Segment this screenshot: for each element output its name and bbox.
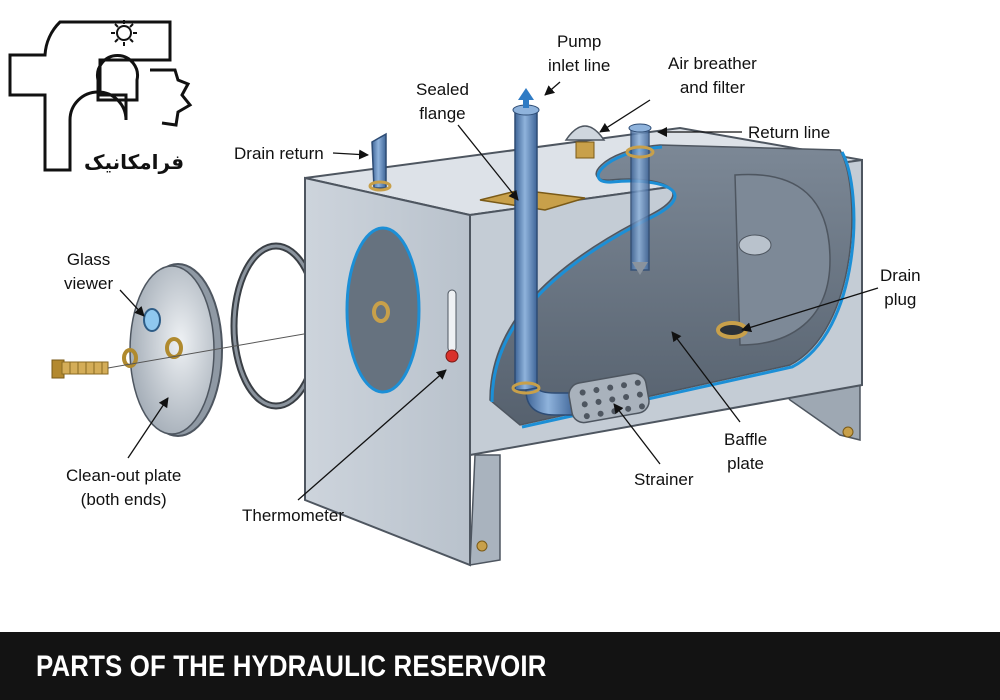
label-strainer: Strainer [634, 470, 694, 489]
label-air-breather: Air breather and filter [668, 54, 757, 97]
footer-title: PARTS OF THE HYDRAULIC RESERVOIR [36, 650, 547, 683]
label-glass-viewer: Glass viewer [64, 250, 114, 293]
strainer [568, 372, 650, 424]
footer-banner: PARTS OF THE HYDRAULIC RESERVOIR [0, 632, 1000, 700]
drain-return-pipe [368, 132, 392, 192]
reservoir-tank [304, 126, 863, 567]
company-logo [8, 20, 193, 172]
reservoir-illustration [8, 20, 879, 567]
return-line-pipe [625, 123, 655, 275]
label-clean-out-plate: Clean-out plate (both ends) [66, 466, 182, 509]
label-drain-plug: Drain plug [880, 266, 921, 309]
air-breather-filter [564, 125, 606, 159]
label-baffle-plate: Baffle plate [724, 430, 768, 473]
label-thermometer: Thermometer [242, 506, 345, 525]
glass-viewer [143, 308, 161, 332]
reservoir-diagram: فرامکانیک Pump inlet line Air breather a… [8, 20, 921, 567]
drain-plug [716, 321, 748, 339]
leg-bolt [842, 426, 854, 438]
logo-text: فرامکانیک [84, 150, 185, 174]
side-window [345, 226, 421, 394]
baffle-plate [734, 173, 831, 346]
clean-out-plate [122, 263, 223, 437]
leader-lines [119, 81, 879, 501]
thermometer [445, 289, 459, 363]
label-return-line: Return line [748, 123, 831, 142]
label-pump-inlet-line: Pump inlet line [548, 32, 611, 75]
pump-inlet-pipe [511, 88, 576, 416]
gear-icon [111, 20, 137, 46]
leg-bolt [476, 540, 488, 552]
label-drain-return: Drain return [234, 144, 324, 163]
drain-bolt [51, 359, 109, 379]
label-sealed-flange: Sealed flange [416, 80, 469, 123]
